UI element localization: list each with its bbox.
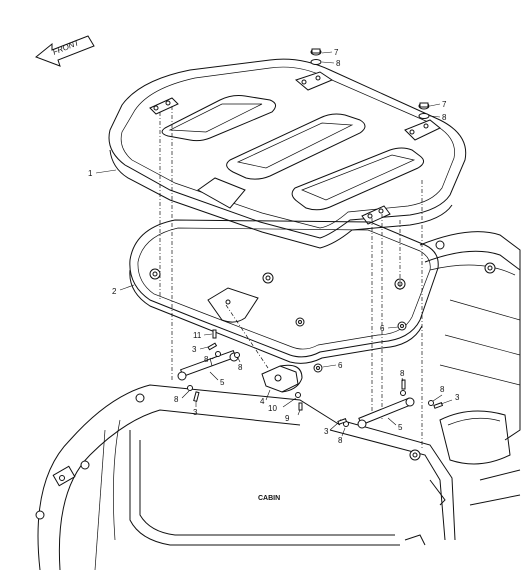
callout-4: 4: [260, 397, 265, 406]
callout-8: 8: [338, 436, 343, 445]
front-arrow: FRONT: [35, 35, 95, 67]
assembly-centerlines: [159, 106, 423, 450]
callout-3: 3: [192, 345, 197, 354]
callout-10: 10: [268, 404, 277, 413]
callout-11: 11: [193, 331, 202, 340]
callout-8: 8: [440, 385, 445, 394]
callout-6: 6: [380, 324, 385, 333]
callout-8: 8: [400, 369, 405, 378]
callouts: 1 2 3 3 3 3 4 5 5 6 6 7 7 8 8 8 8 8 8 8 …: [88, 48, 460, 445]
small-fasteners: [187, 329, 444, 427]
callout-8: 8: [238, 363, 243, 372]
callout-7: 7: [334, 48, 339, 57]
leader-lines: [95, 51, 453, 437]
gas-strut-right: [357, 397, 415, 429]
latch-handle: [261, 364, 303, 393]
callout-2: 2: [112, 287, 117, 296]
roof-hatch-panel: [108, 58, 467, 249]
callout-8: 8: [174, 395, 179, 404]
callout-8: 8: [442, 113, 447, 122]
hatch-seal-frame: [129, 219, 439, 373]
callout-8: 8: [336, 59, 341, 68]
callout-5: 5: [220, 378, 225, 387]
cabin-frame: CABIN: [35, 384, 456, 571]
callout-8: 8: [204, 355, 209, 364]
callout-3: 3: [324, 427, 329, 436]
callout-3: 3: [193, 408, 198, 417]
callout-9: 9: [285, 414, 290, 423]
callout-6: 6: [338, 361, 343, 370]
cabin-body: [419, 231, 521, 506]
top-fasteners: [310, 48, 430, 119]
callout-7: 7: [442, 100, 447, 109]
cabin-label: CABIN: [258, 495, 280, 502]
callout-5: 5: [398, 423, 403, 432]
callout-1: 1: [88, 169, 93, 178]
callout-3: 3: [455, 393, 460, 402]
